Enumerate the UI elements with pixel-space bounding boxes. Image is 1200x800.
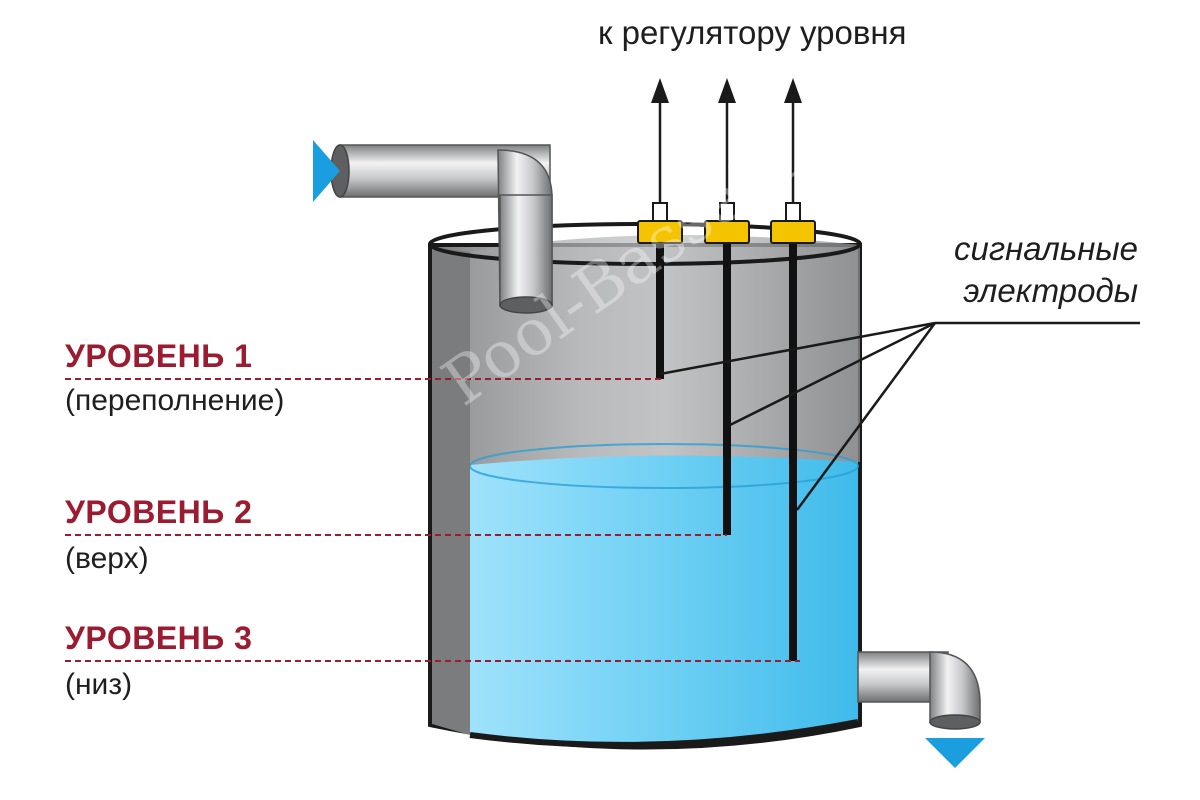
tank-bottom-rim [469, 719, 859, 748]
electrode-head-1 [637, 220, 683, 244]
regulator-caption: к регулятору уровня [598, 14, 907, 51]
level-3-subtitle: (низ) [65, 668, 133, 701]
electrode-rod-3 [789, 240, 797, 661]
inlet-pipe [330, 144, 553, 314]
electrodes-caption-line1: сигнальные [953, 230, 1138, 267]
level-1-subtitle: (переполнение) [65, 384, 285, 417]
electrode-head-3 [770, 220, 816, 244]
electrode-connector-1 [652, 202, 668, 222]
water [470, 455, 858, 745]
electrode-pointers [659, 321, 1140, 511]
level-3-title: УРОВЕНЬ 3 [65, 620, 253, 656]
signal-electrodes [637, 78, 816, 661]
electrode-rod-1 [656, 240, 664, 379]
arrow-up-icon [718, 78, 736, 103]
electrodes-caption: сигнальные электроды [880, 228, 1138, 312]
arrow-up-icon [784, 78, 802, 103]
outlet-pipe [857, 651, 981, 730]
outlet-arrow-icon [925, 738, 985, 768]
electrode-connector-3 [785, 202, 801, 222]
electrode-head-2 [704, 220, 750, 244]
inlet-arrow-icon [313, 140, 340, 202]
arrow-up-icon [651, 78, 669, 103]
level-2-subtitle: (верх) [65, 542, 149, 575]
electrode-rod-2 [723, 240, 731, 535]
level-2-title: УРОВЕНЬ 2 [65, 494, 253, 530]
level-1-title: УРОВЕНЬ 1 [65, 338, 253, 374]
level-lines [65, 378, 800, 662]
tank-left-edge [432, 247, 470, 735]
electrode-connector-2 [719, 202, 735, 222]
electrodes-caption-line2: электроды [963, 272, 1138, 309]
